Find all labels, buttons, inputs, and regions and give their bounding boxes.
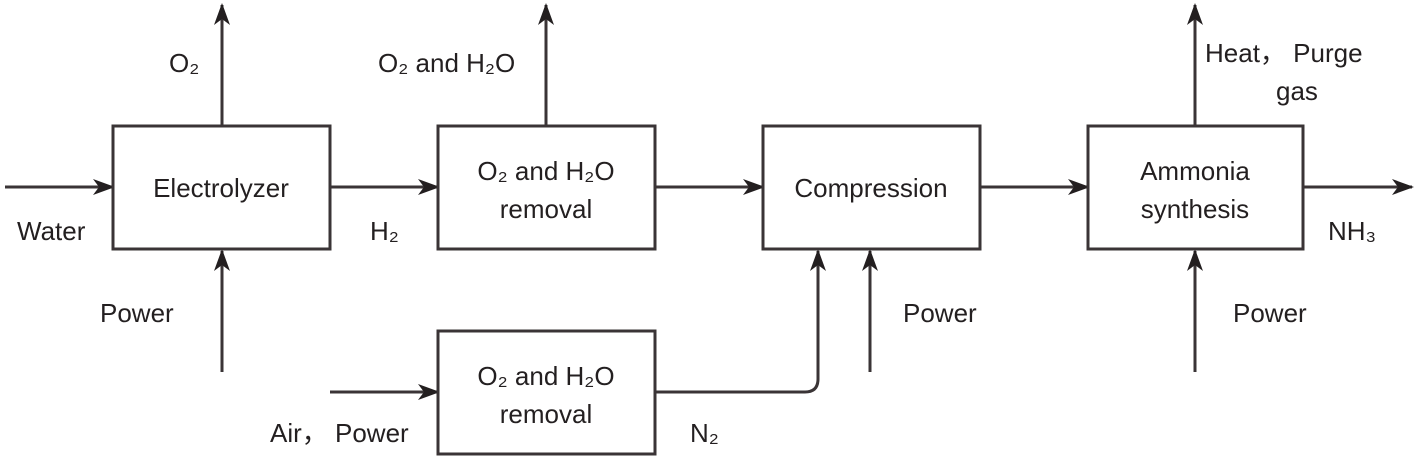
node-label-line-1: Ammonia	[1140, 156, 1250, 186]
node-label-line-1: O₂ and H₂O	[477, 361, 614, 391]
label-air-power: Air， Power	[270, 418, 409, 448]
node-n2-purification: O₂ and H₂O removal	[436, 329, 657, 456]
node-compression: Compression	[761, 124, 982, 251]
node-label-line-2: removal	[500, 399, 592, 429]
label-n2: N₂	[690, 418, 719, 448]
node-label-line-2: removal	[500, 194, 592, 224]
label-o2-h2o-out: O₂ and H₂O	[378, 48, 515, 78]
label-power-electrolyzer: Power	[100, 298, 174, 328]
node-label-line-2: synthesis	[1141, 194, 1249, 224]
edges	[5, 3, 1414, 400]
edge-labels: Water O₂ Power H₂ O₂ and H₂O Air， Power …	[17, 38, 1376, 448]
node-electrolyzer: Electrolyzer	[111, 124, 332, 251]
edge-n2	[655, 249, 826, 394]
label-heat-purge-line-2: gas	[1276, 76, 1318, 106]
label-nh3: NH₃	[1328, 216, 1376, 246]
label-water: Water	[17, 216, 86, 246]
label-o2-out: O₂	[169, 48, 199, 78]
label-power-ammonia: Power	[1233, 298, 1307, 328]
node-label-line-1: O₂ and H₂O	[477, 156, 614, 186]
label-heat-purge-line-1: Heat， Purge	[1205, 38, 1363, 68]
node-label: Compression	[794, 173, 947, 203]
node-label: Electrolyzer	[153, 173, 289, 203]
label-power-compression: Power	[903, 298, 977, 328]
label-h2: H₂	[370, 216, 399, 246]
node-ammonia-synthesis: Ammonia synthesis	[1086, 124, 1305, 251]
node-h2-purification: O₂ and H₂O removal	[436, 124, 657, 251]
